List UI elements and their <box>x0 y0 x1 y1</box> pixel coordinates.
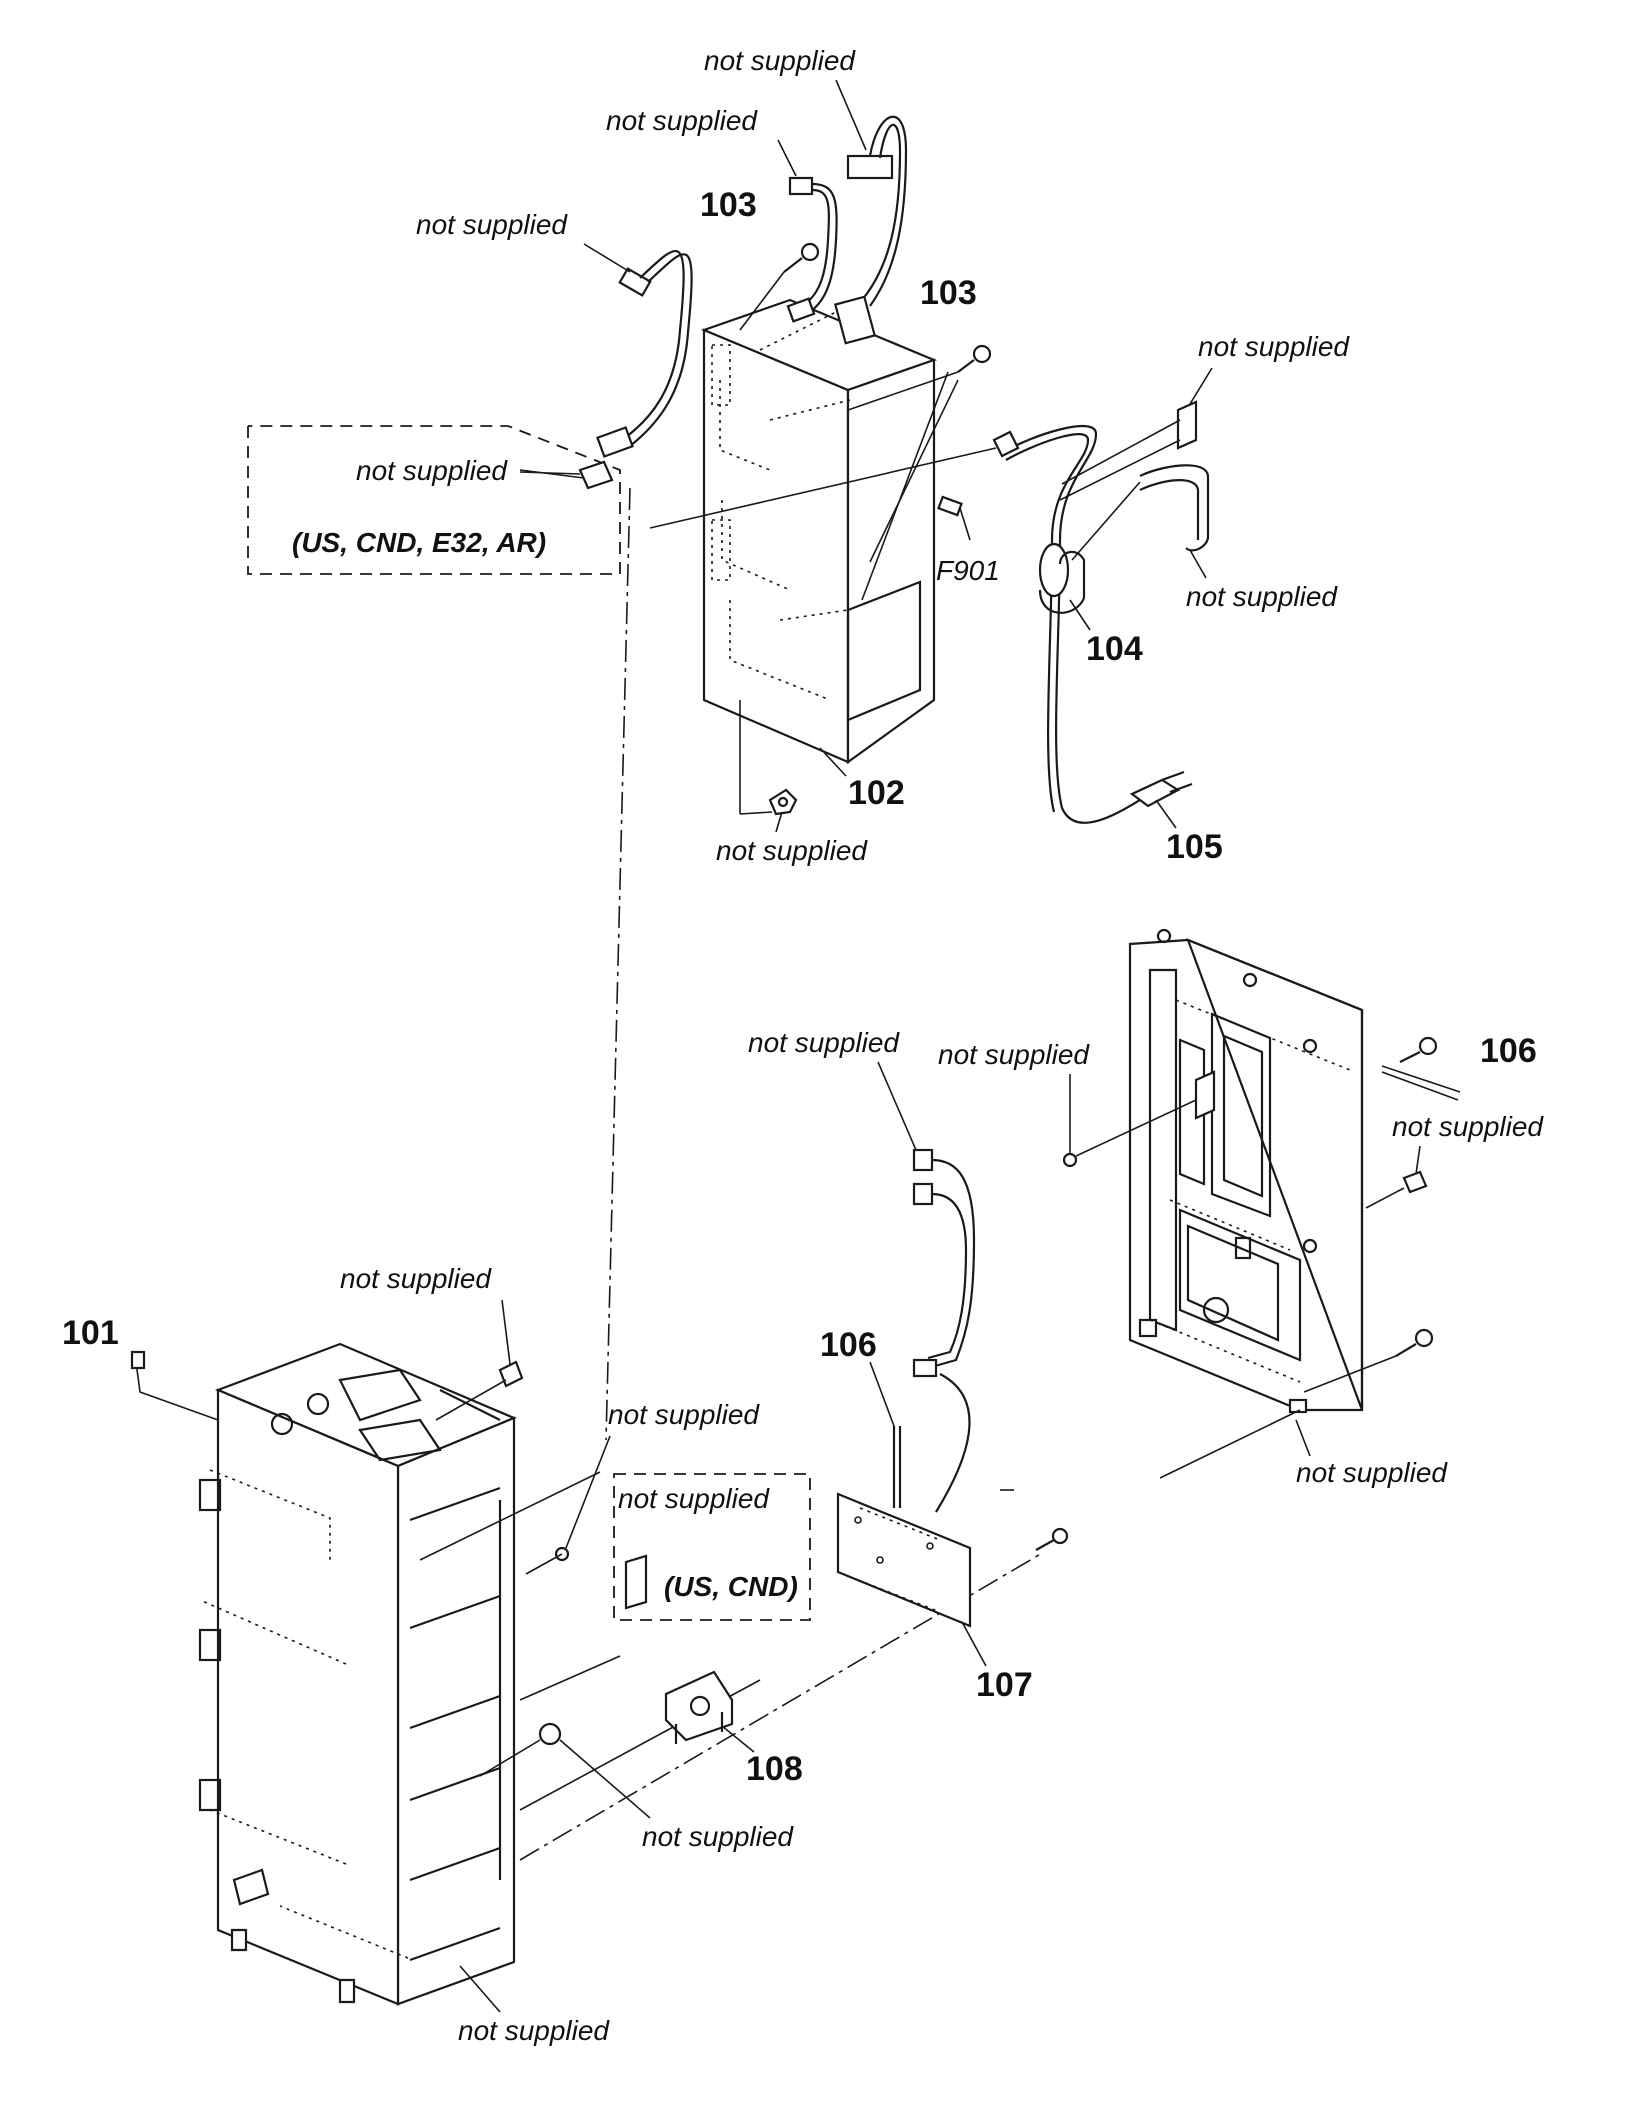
label-not-supplied-15: not supplied <box>642 1821 794 1852</box>
label-not-supplied-4: not supplied <box>1198 331 1350 362</box>
label-not-supplied-2: not supplied <box>606 105 758 136</box>
label-not-supplied-9: not supplied <box>938 1039 1090 1070</box>
connector-top-right <box>649 430 1020 529</box>
cable-harness-left <box>596 249 693 458</box>
screw-103-upper <box>739 242 820 331</box>
chassis-101 <box>198 1342 517 2006</box>
flat-cable-right <box>1059 400 1210 561</box>
part-number-104: 104 <box>1086 630 1143 668</box>
label-not-supplied-11: not supplied <box>340 1263 492 1294</box>
screw-pcb <box>1035 1527 1069 1551</box>
part-number-107: 107 <box>976 1666 1033 1704</box>
part-number-102: 102 <box>848 774 905 812</box>
label-not-supplied-7: not supplied <box>716 835 868 866</box>
label-not-supplied-12: not supplied <box>608 1399 760 1430</box>
part-number-103-upper: 103 <box>700 186 757 224</box>
part-number-108: 108 <box>746 1750 803 1788</box>
label-not-supplied-6: not supplied <box>1186 581 1338 612</box>
label-not-supplied-10: not supplied <box>1392 1111 1544 1142</box>
clip-rear <box>1365 1170 1428 1209</box>
screw-chassis-side <box>525 1546 570 1575</box>
part-number-106-mid: 106 <box>820 1326 877 1364</box>
label-not-supplied-5: not supplied <box>356 455 508 486</box>
rear-bracket <box>1128 928 1364 1414</box>
label-not-supplied-3: not supplied <box>416 209 568 240</box>
screw-rear-lower <box>1303 1328 1434 1393</box>
label-fuse-F901: F901 <box>936 555 1000 586</box>
option-box-region-a <box>247 425 621 575</box>
ribbon-cable-106-mid <box>892 1148 976 1513</box>
label-region-b: (US, CND) <box>664 1571 798 1602</box>
label-not-supplied-13: not supplied <box>618 1483 770 1514</box>
clip-upper <box>435 1360 524 1421</box>
labels: not supplied not supplied not supplied n… <box>62 45 1544 2046</box>
cord-clamp-104 <box>1038 542 1086 614</box>
power-board-102 <box>700 298 938 765</box>
part-number-105: 105 <box>1166 828 1223 866</box>
part-number-101: 101 <box>62 1314 119 1352</box>
option-box-region-b <box>613 1473 811 1621</box>
label-not-supplied-8: not supplied <box>748 1027 900 1058</box>
label-not-supplied-16: not supplied <box>458 2015 610 2046</box>
screw-106-rear <box>1381 1036 1461 1101</box>
part-number-103-right: 103 <box>920 274 977 312</box>
pcb-107 <box>836 1492 972 1628</box>
screw-103-right <box>847 344 992 411</box>
bracket-108 <box>664 1670 734 1744</box>
cable-harness-top <box>833 115 908 345</box>
label-not-supplied-1: not supplied <box>704 45 856 76</box>
label-not-supplied-14: not supplied <box>1296 1457 1448 1488</box>
label-region-a: (US, CND, E32, AR) <box>292 527 546 558</box>
part-number-106-right: 106 <box>1480 1032 1537 1070</box>
power-cord-105 <box>1003 424 1193 824</box>
fuse-F901 <box>937 495 971 541</box>
cable-harness-middle <box>786 176 838 323</box>
ground-terminal <box>739 700 798 816</box>
